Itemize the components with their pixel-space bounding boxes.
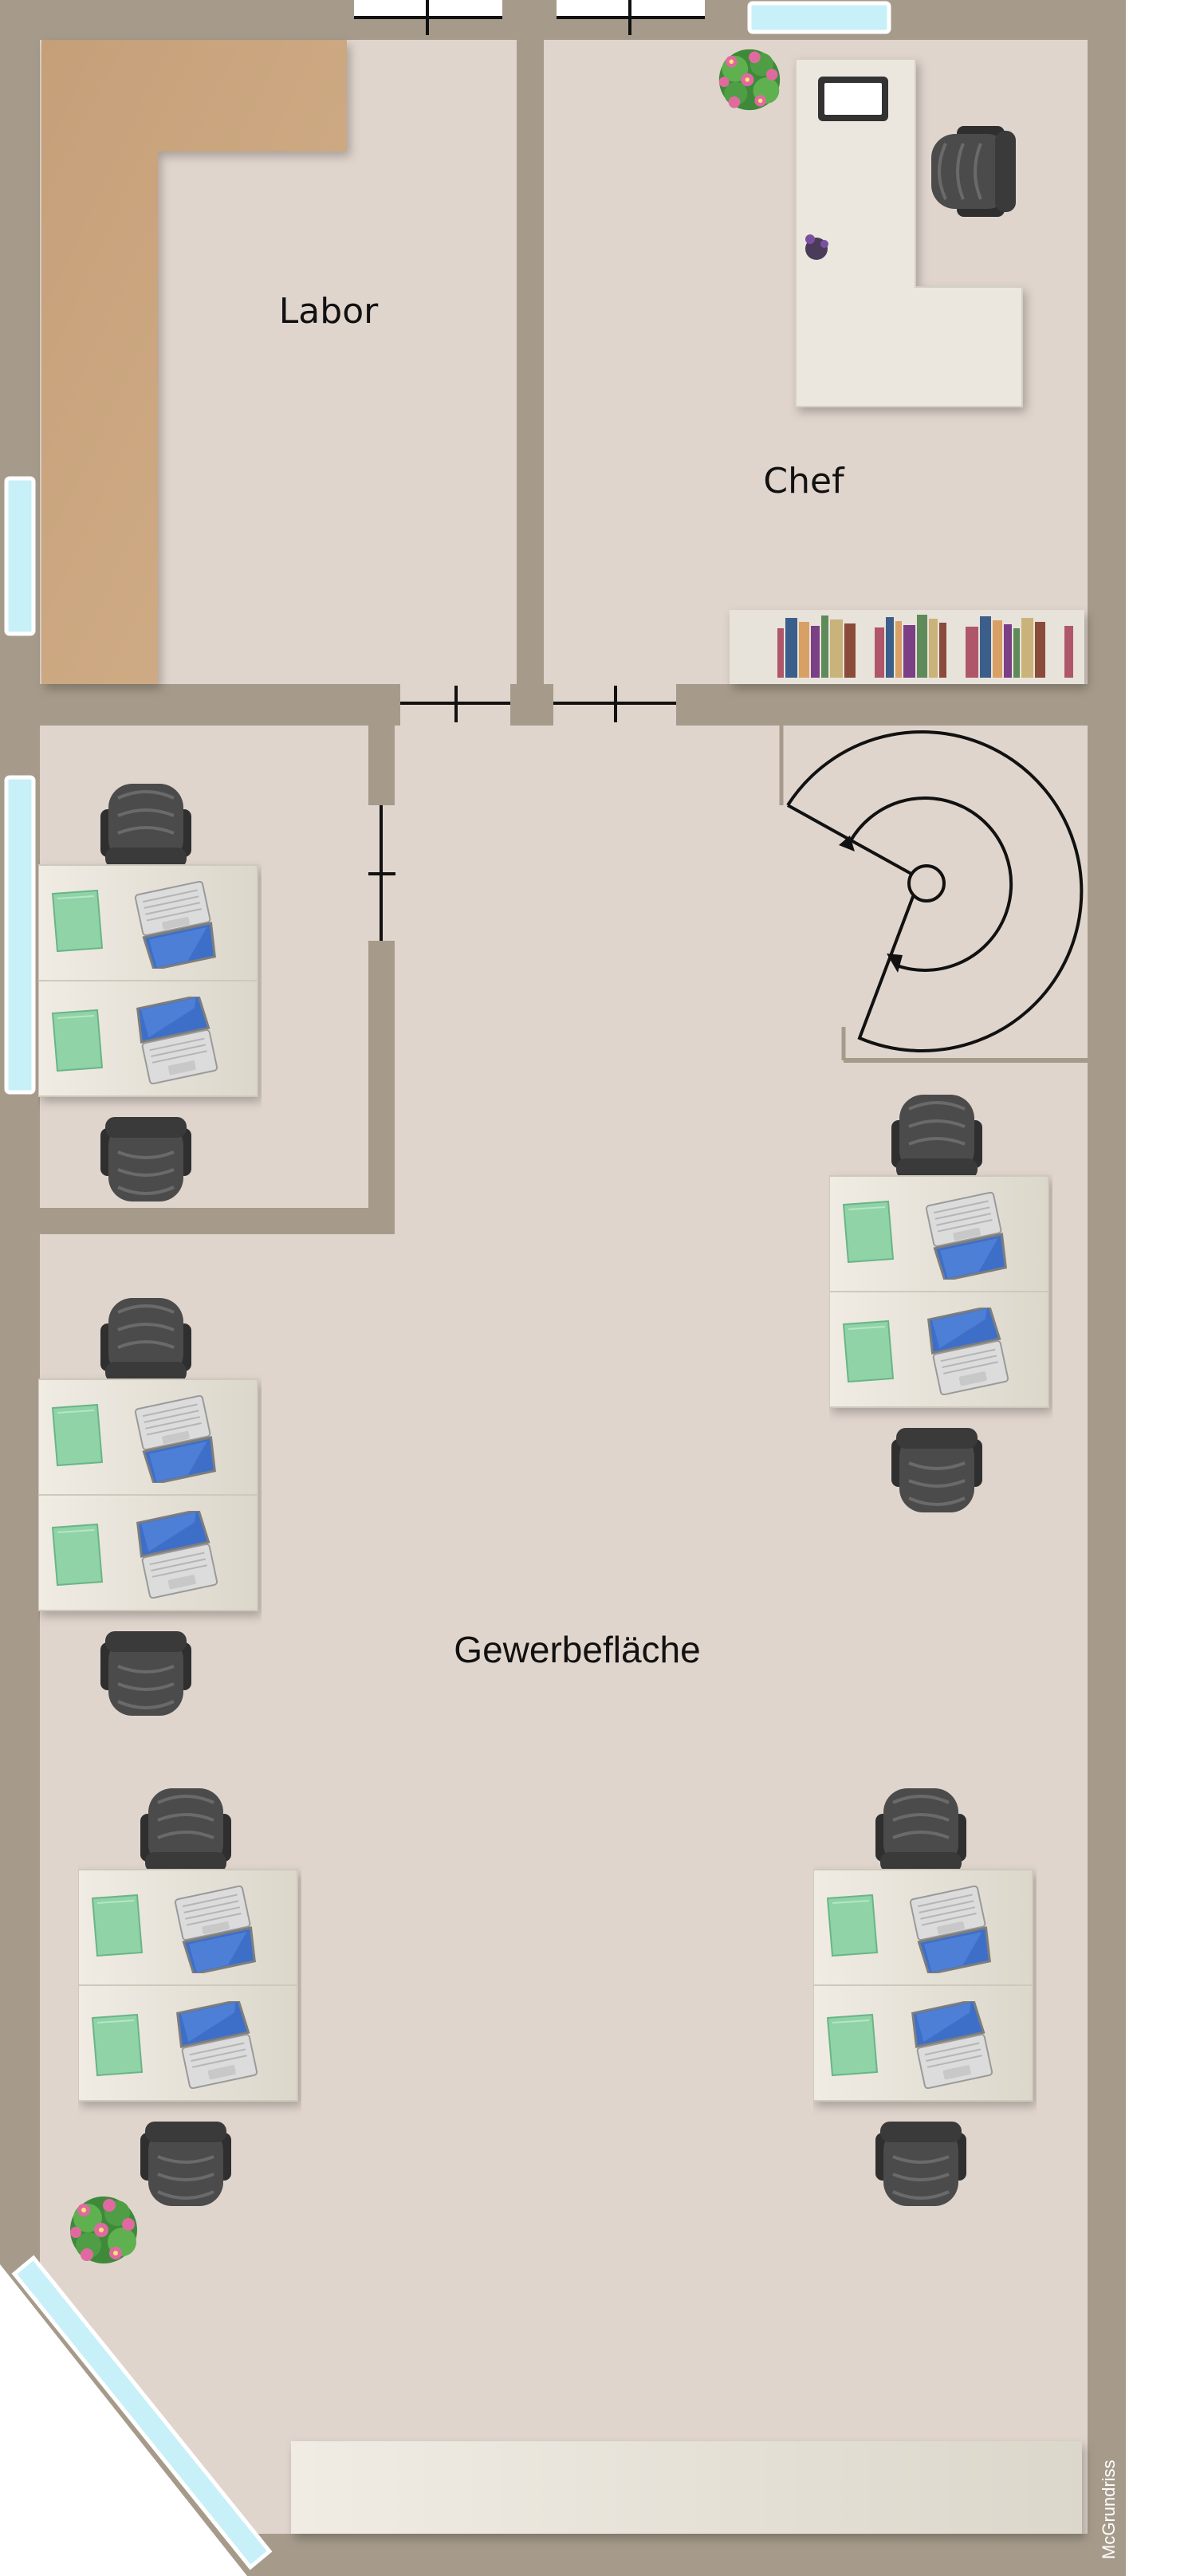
labor-counter — [41, 40, 347, 684]
bottom-counter — [291, 2441, 1082, 2534]
book-spine — [1004, 624, 1012, 678]
interior-walls — [40, 0, 1088, 1234]
book-spine — [917, 615, 927, 678]
book-spine — [1035, 622, 1045, 678]
chef-desk — [795, 58, 1023, 407]
room-label-chef: Chef — [763, 461, 845, 501]
books — [777, 615, 1073, 678]
watermark: McGrundriss — [1099, 2460, 1119, 2559]
door-lines — [354, 0, 705, 941]
book-spine — [821, 615, 828, 678]
potted-plant-icon — [70, 2196, 137, 2263]
book-spine — [993, 620, 1002, 678]
chef-chair-icon — [930, 124, 1017, 218]
book-spine — [830, 619, 843, 678]
book-spine — [844, 623, 856, 678]
spiral-staircase-icon — [779, 726, 1088, 1063]
book-spine — [903, 625, 915, 678]
book-spine — [966, 627, 978, 678]
book-spine — [875, 627, 884, 678]
tablet-icon — [818, 77, 888, 121]
book-spine — [939, 623, 946, 678]
potted-plant-icon — [718, 49, 781, 111]
book-spine — [980, 616, 991, 678]
flower-vase-icon — [805, 234, 828, 260]
book-spine — [777, 628, 784, 678]
book-spine — [895, 621, 902, 678]
book-spine — [1013, 628, 1020, 678]
room-label-labor: Labor — [279, 291, 379, 332]
book-spine — [811, 626, 820, 678]
window-top — [747, 1, 891, 34]
book-spine — [1064, 626, 1073, 678]
book-spine — [1021, 618, 1033, 678]
windows — [4, 1, 891, 2570]
window-left-middle — [4, 775, 36, 1095]
room-label-gewerbe: Gewerbefläche — [454, 1629, 700, 1670]
book-spine — [799, 622, 809, 678]
window-diagonal — [11, 2255, 273, 2570]
book-spine — [886, 617, 894, 678]
book-spine — [929, 619, 938, 678]
book-spine — [785, 618, 797, 678]
window-left-upper — [4, 476, 36, 636]
